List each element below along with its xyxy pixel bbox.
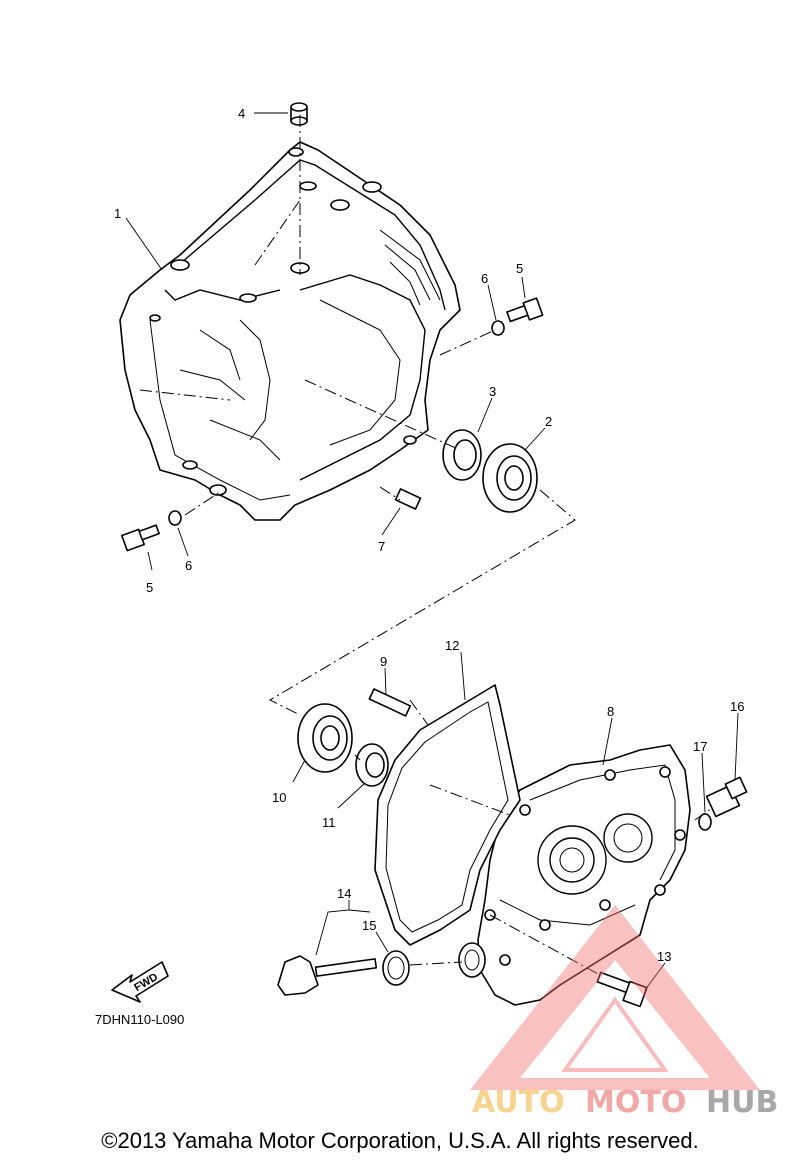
callout-2: 2 <box>545 414 552 429</box>
gasket[interactable] <box>374 684 521 946</box>
callout-9: 9 <box>380 654 387 669</box>
callout-6-upper: 6 <box>481 271 488 286</box>
washer-lower[interactable] <box>168 510 182 526</box>
callout-7: 7 <box>378 539 385 554</box>
callout-3: 3 <box>489 384 496 399</box>
callout-numbers: 1 2 3 4 5 5 6 6 7 8 9 10 11 12 13 14 15 … <box>114 106 744 964</box>
drain-plug[interactable] <box>705 776 748 818</box>
o-ring[interactable] <box>382 950 410 986</box>
callout-13: 13 <box>657 949 671 964</box>
callout-4: 4 <box>238 106 245 121</box>
callout-8: 8 <box>607 704 614 719</box>
fwd-label: FWD <box>132 971 160 994</box>
diagram-code: 7DHN110-L090 <box>95 1012 184 1027</box>
callout-17: 17 <box>693 739 707 754</box>
dowel-pin[interactable] <box>394 488 422 510</box>
fwd-arrow: FWD <box>111 961 169 1003</box>
washer-upper[interactable] <box>491 320 505 336</box>
drain-gasket[interactable] <box>698 813 712 831</box>
crankcase-right[interactable] <box>477 744 691 1006</box>
bearing-10[interactable] <box>297 703 353 773</box>
callout-14: 14 <box>337 886 351 901</box>
oil-level-gauge[interactable] <box>277 955 378 996</box>
watermark: AUTO MOTO HUB <box>470 905 778 1120</box>
bolt-lower[interactable] <box>121 524 160 552</box>
center-lines <box>139 115 713 976</box>
collar[interactable] <box>290 102 308 126</box>
watermark-triangle-icon <box>470 905 760 1090</box>
callout-6-lower: 6 <box>185 558 192 573</box>
oil-seal-11[interactable] <box>355 743 389 787</box>
bolt-13[interactable] <box>596 971 648 1008</box>
dowel-pin-9[interactable] <box>368 688 412 717</box>
callout-12: 12 <box>445 638 459 653</box>
callout-10: 10 <box>272 790 286 805</box>
callout-5-lower: 5 <box>146 580 153 595</box>
watermark-hub: HUB <box>706 1085 778 1120</box>
leader-lines <box>125 112 739 991</box>
callout-1: 1 <box>114 206 121 221</box>
oil-filler-boss <box>458 942 486 978</box>
watermark-auto: AUTO <box>472 1085 565 1120</box>
callout-5-upper: 5 <box>516 261 523 276</box>
callout-11: 11 <box>322 815 336 830</box>
bolt-upper[interactable] <box>506 297 544 323</box>
copyright-notice: ©2013 Yamaha Motor Corporation, U.S.A. A… <box>101 1128 699 1153</box>
oil-seal[interactable] <box>442 429 482 481</box>
crankcase-left[interactable] <box>119 141 461 521</box>
callout-15: 15 <box>362 918 376 933</box>
watermark-moto: MOTO <box>585 1085 686 1120</box>
bearing[interactable] <box>482 443 538 513</box>
callout-16: 16 <box>730 699 744 714</box>
